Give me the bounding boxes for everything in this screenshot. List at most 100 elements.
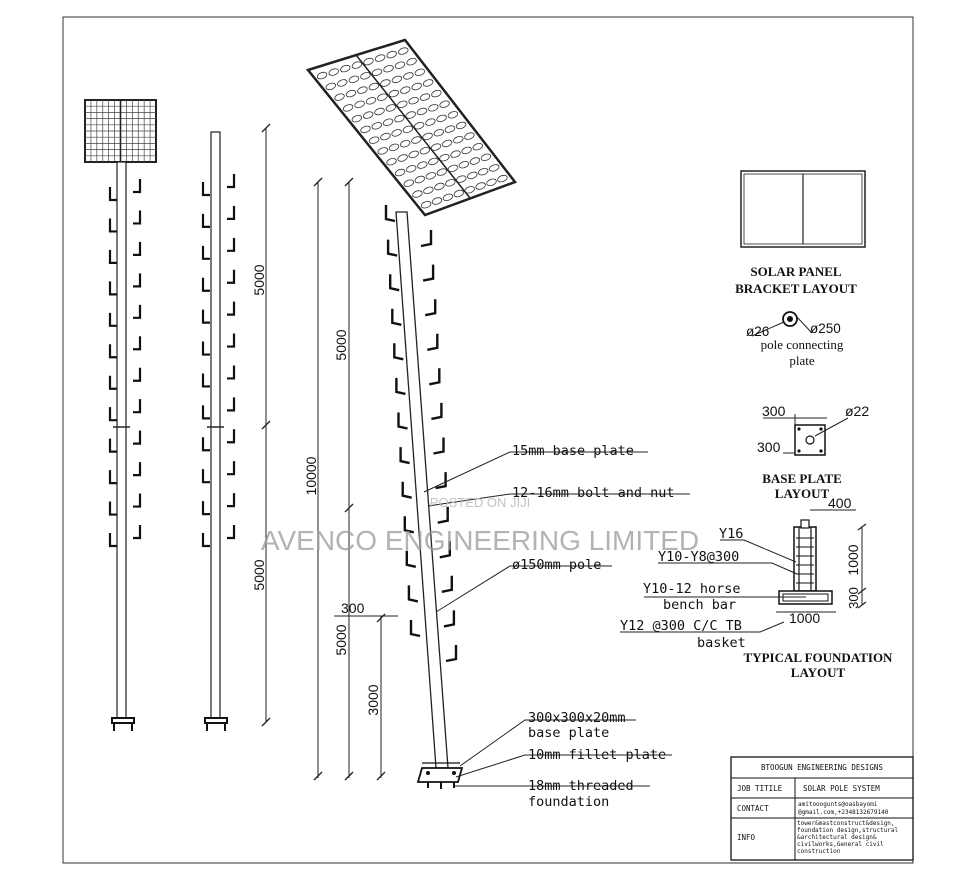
step-bracket-left: [386, 239, 398, 257]
fnd-label-y12-l1: Y12 @300 C/C TB: [620, 618, 742, 634]
step-bracket-right: [133, 525, 142, 540]
pole-base-1: [111, 717, 135, 724]
panel-cell: [377, 93, 388, 101]
panel-cell: [348, 75, 360, 83]
bracket-conn-l1: pole connecting: [761, 337, 844, 352]
dim-5000-lower: 5000: [251, 559, 267, 590]
leader-base-plate-15: [423, 451, 648, 493]
step-bracket-right: [133, 430, 142, 445]
base-plate-hole: [805, 435, 815, 445]
step-bracket-left: [108, 187, 117, 202]
bp-title-l2: LAYOUT: [775, 486, 830, 501]
step-bracket-left: [201, 341, 210, 356]
bracket-frame-outer: [740, 170, 866, 248]
panel-cell: [371, 122, 383, 130]
panel-cell: [416, 107, 428, 116]
panel-cell: [345, 89, 357, 98]
panel-cell: [436, 114, 447, 123]
step-bracket-left: [201, 469, 210, 484]
tb-value-info-l3: &architectural design&: [797, 834, 877, 841]
panel-cell: [414, 175, 426, 184]
base-plate-3d: [416, 767, 464, 783]
step-bracket-left: [389, 274, 400, 292]
panel-cell: [431, 197, 443, 205]
step-bracket-right: [227, 461, 236, 476]
step-bracket-right: [227, 174, 236, 189]
fnd-label-horse-l1: Y10-12 horse: [643, 581, 741, 597]
step-bracket-right: [227, 493, 236, 508]
panel-cell: [357, 86, 368, 94]
step-bracket-right: [227, 237, 236, 252]
step-bracket-right: [435, 472, 447, 490]
label-threaded-l1: 18mm threaded: [528, 778, 634, 794]
panel-cell: [354, 100, 365, 108]
panel-cell: [342, 104, 354, 112]
step-bracket-right: [227, 429, 236, 444]
fnd-dim-1000-v-text: 1000: [845, 544, 861, 575]
dim-3000: 3000: [365, 684, 381, 715]
panel-cell: [374, 54, 386, 62]
label-base-plate-300-l2: base plate: [528, 725, 609, 741]
step-bracket-left: [201, 405, 210, 420]
panel-cell: [455, 121, 467, 130]
step-bracket-right: [443, 610, 456, 628]
step-bracket-left: [201, 245, 210, 260]
step-bracket-left: [108, 407, 117, 422]
dim-5000-upper: 5000: [251, 264, 267, 295]
base-plate-bolt-tr: [819, 427, 823, 431]
panel-cell: [382, 118, 394, 126]
step-bracket-right: [437, 506, 449, 524]
panel-cell: [442, 193, 454, 201]
label-fillet-plate: 10mm fillet plate: [528, 747, 666, 763]
step-bracket-right: [422, 264, 435, 282]
pole-shaft-1: [116, 161, 127, 719]
title-block: BTOOGUN ENGINEERING DESIGNS JOB TITILE S…: [730, 756, 914, 861]
step-brackets-2: [201, 174, 236, 548]
fnd-dim-300-v-text: 300: [846, 587, 861, 609]
panel-cell: [394, 61, 406, 69]
panel-cell: [325, 82, 337, 91]
tb-value-info-l4: civilworks,General civil: [797, 841, 884, 848]
step-bracket-right: [420, 230, 433, 248]
leader-fillet: [455, 754, 672, 778]
bracket-dia-250: ø250: [810, 321, 841, 336]
panel-cell: [411, 136, 422, 144]
step-bracket-left: [201, 437, 210, 452]
drawing-border: [62, 16, 914, 864]
panel-cell: [398, 47, 409, 55]
panel-cell: [486, 178, 497, 186]
panel-cell: [351, 115, 363, 123]
leader-y12: [620, 621, 785, 633]
fnd-label-y10-y8: Y10-Y8@300: [658, 549, 739, 565]
panel-cell: [402, 125, 414, 133]
step-bracket-right: [427, 333, 439, 351]
step-bracket-left: [108, 344, 117, 359]
panel-cell: [477, 168, 489, 176]
panel-cell: [423, 186, 434, 194]
dim-5000-iso-upper: 5000: [333, 329, 349, 360]
tb-company: BTOOGUN ENGINEERING DESIGNS: [761, 763, 883, 772]
foundation-pedestal: [793, 526, 817, 592]
panel-cell: [328, 68, 339, 76]
panel-cell: [461, 146, 472, 155]
panel-cell: [425, 118, 436, 126]
panel-cell: [362, 111, 374, 119]
dim-tick-3000-bot: [376, 771, 386, 781]
panel-cell: [351, 61, 363, 69]
panel-cell: [334, 93, 345, 101]
step-bracket-right: [227, 205, 236, 221]
step-bracket-left: [409, 620, 421, 638]
base-plate-layout-detail: 300 300 ø22 BASE PLATE LAYOUT: [757, 403, 869, 501]
step-bracket-right: [227, 301, 236, 316]
fnd-label-y12-l2: basket: [697, 635, 746, 651]
panel-cell: [377, 147, 389, 155]
tb-value-info-l2: foundation design,structural: [797, 827, 899, 834]
panel-cell: [431, 89, 442, 98]
step-bracket-right: [133, 493, 142, 508]
step-bracket-left: [201, 277, 210, 292]
pole-isometric-with-panel: 10000 5000 5000 3000 300 15mm base plate…: [303, 38, 690, 810]
tb-value-contact-l2: @gmail.com,+2348132679140: [798, 809, 889, 816]
step-bracket-left: [201, 501, 210, 516]
panel-cell: [386, 50, 397, 59]
pedestal-ties: [796, 537, 814, 584]
